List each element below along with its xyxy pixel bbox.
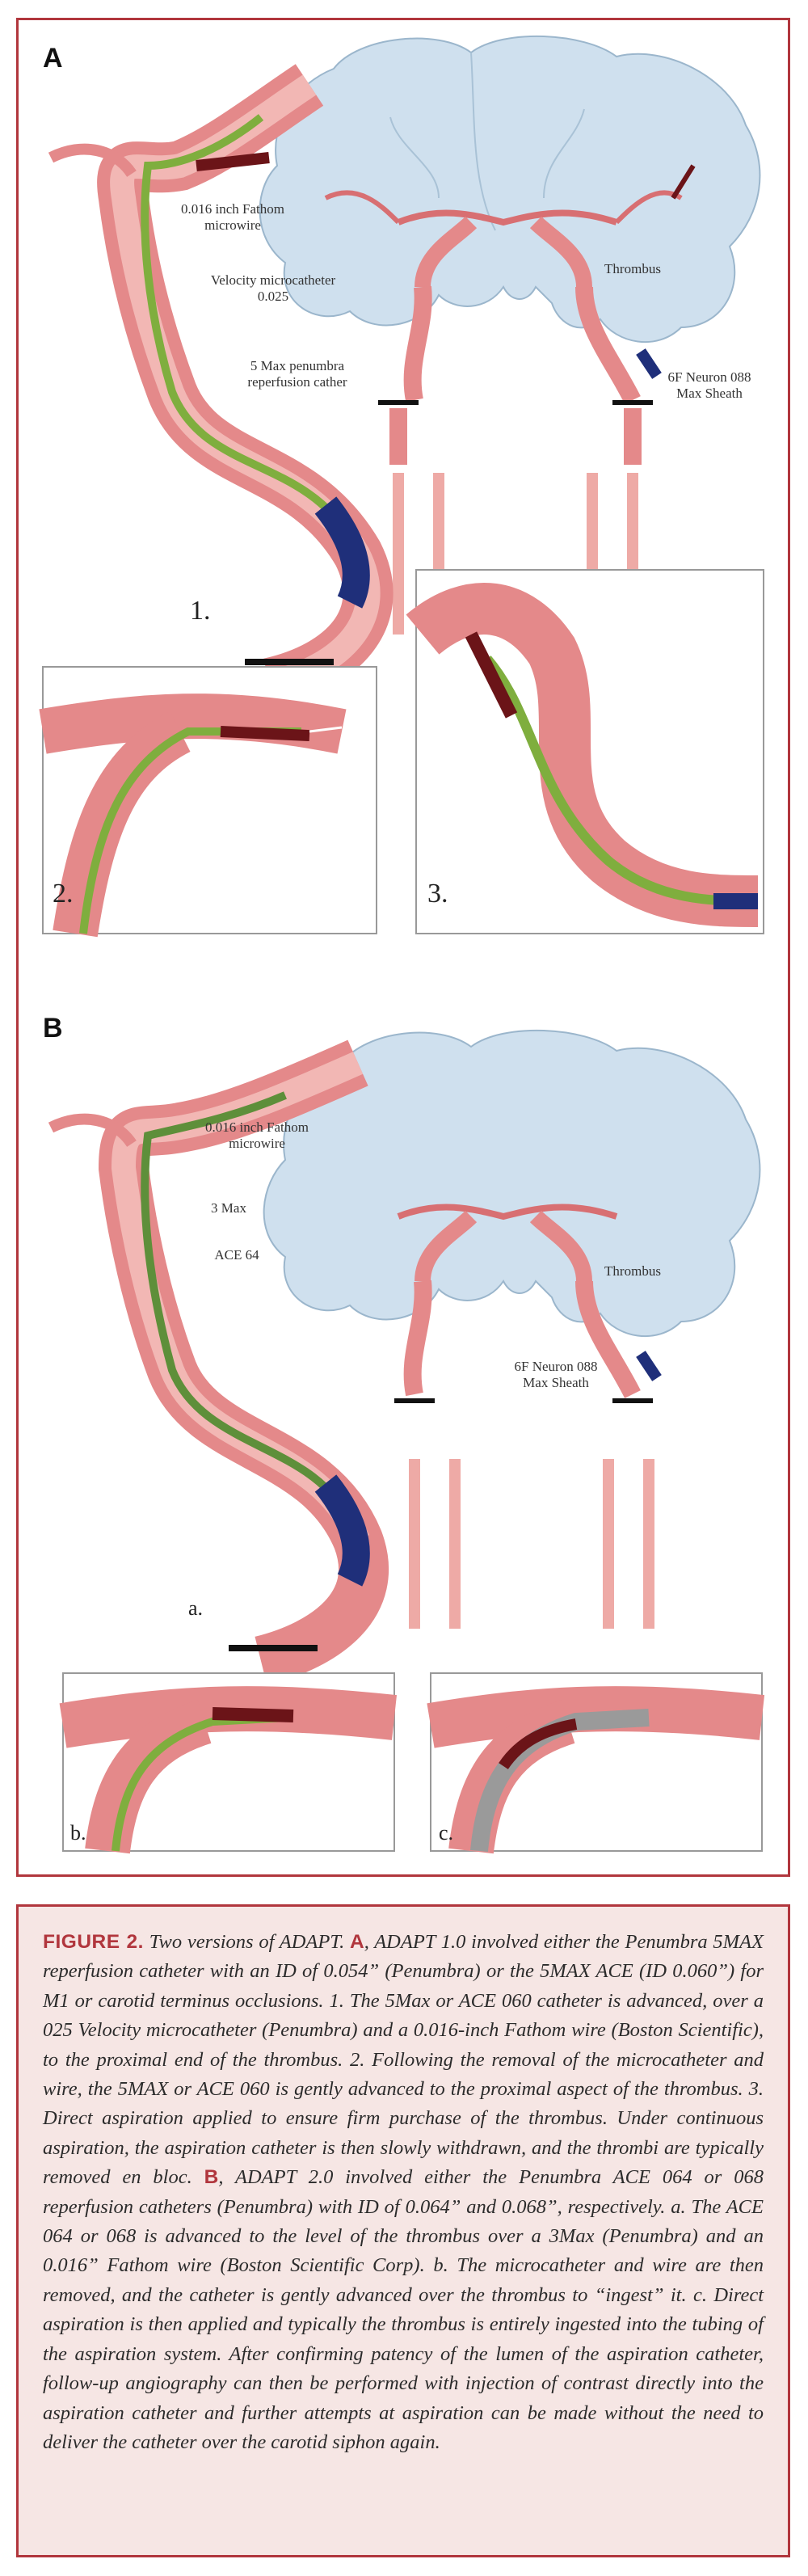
- panel-a-main-vessel: [48, 64, 393, 708]
- panel-a-label: A: [43, 43, 63, 74]
- panel-b-cerebral-arteries: [394, 1204, 662, 1629]
- panel-b-step-b: b.: [70, 1821, 86, 1845]
- caption-heading: FIGURE 2.: [43, 1931, 144, 1953]
- panel-a-5max-label: 5 Max penumbra reperfusion cather: [247, 358, 347, 390]
- panel-a-sheath-label: 6F Neuron 088 Max Sheath: [667, 369, 751, 401]
- caption-letter-b: B: [204, 2166, 219, 2189]
- panel-b-inset-c: [427, 1672, 765, 1854]
- figure-frame: A 0.016 inch Fathom microwire Velocity m…: [16, 18, 790, 1877]
- caption-text: FIGURE 2. Two versions of ADAPT. A, ADAP…: [43, 1928, 764, 2457]
- panel-a-step-2: 2.: [53, 879, 74, 909]
- panel-a-thrombus-label: Thrombus: [604, 261, 661, 276]
- panel-b-brain: [263, 1029, 761, 1338]
- figure-illustration: [39, 35, 765, 1854]
- panel-b-step-a: a.: [188, 1596, 204, 1620]
- panel-a-cerebral-arteries: [324, 164, 696, 635]
- panel-b-3max-label: 3 Max: [211, 1200, 246, 1216]
- panel-b-wire-label: 0.016 inch Fathom microwire: [205, 1119, 309, 1151]
- panel-b-main-vessel: [48, 1039, 389, 1686]
- caption-letter-a: A: [350, 1931, 364, 1953]
- panel-b-label: B: [43, 1013, 63, 1043]
- panel-b-inset-b: [59, 1672, 398, 1854]
- panel-a-inset-3: [406, 569, 764, 934]
- panel-a-wire-label: 0.016 inch Fathom microwire: [181, 201, 284, 233]
- panel-b-step-c: c.: [439, 1821, 454, 1845]
- panel-b-ace64-label: ACE 64: [214, 1247, 259, 1263]
- caption-intro: Two versions of ADAPT.: [149, 1931, 345, 1953]
- panel-b-thrombus-label: Thrombus: [604, 1263, 661, 1279]
- panel-a-step-1: 1.: [190, 596, 211, 626]
- panel-a-step-3: 3.: [427, 879, 448, 909]
- panel-a-brain: [259, 35, 761, 344]
- panel-b-sheath-label: 6F Neuron 088 Max Sheath: [514, 1359, 598, 1390]
- figure-caption: FIGURE 2. Two versions of ADAPT. A, ADAP…: [16, 1904, 790, 2557]
- caption-text-a: , ADAPT 1.0 involved either the Penumbra…: [43, 1931, 764, 2189]
- caption-text-b: , ADAPT 2.0 involved either the Penumbra…: [43, 2166, 764, 2453]
- panel-a-velocity-label: Velocity microcatheter 0.025: [210, 272, 336, 304]
- panel-a-inset-2: [39, 666, 377, 938]
